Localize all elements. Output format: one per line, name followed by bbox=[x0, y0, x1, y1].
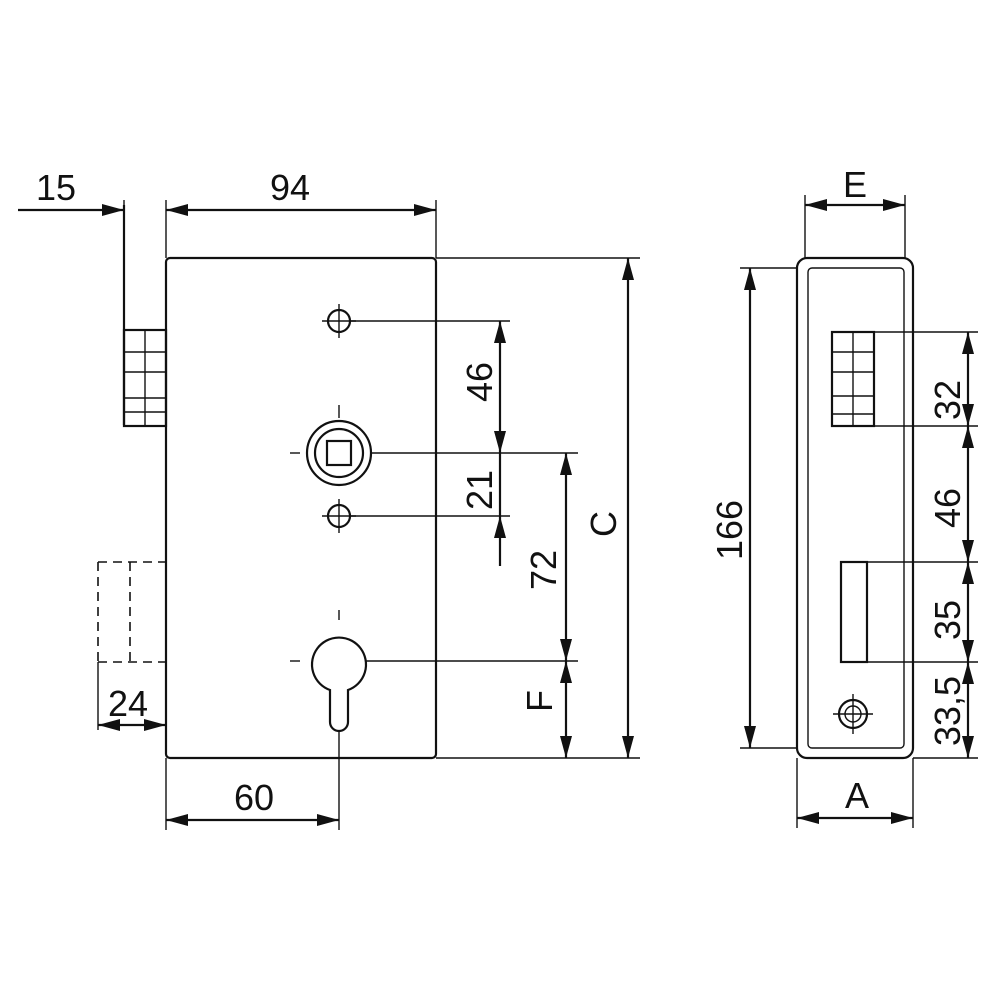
label-dim-E: E bbox=[843, 164, 867, 205]
forend-latch bbox=[122, 205, 168, 428]
label-dim-A: A bbox=[845, 775, 869, 816]
side-bolt bbox=[839, 560, 869, 664]
side-case-inner bbox=[807, 267, 905, 749]
lock-case-body bbox=[164, 256, 438, 760]
front-extension-lines bbox=[97, 200, 640, 830]
label-dim-33-5: 33,5 bbox=[927, 676, 968, 746]
bolt-dashed bbox=[97, 561, 166, 663]
side-screw bbox=[833, 694, 873, 734]
label-dim-24: 24 bbox=[108, 683, 148, 724]
side-view: E 166 32 46 35 33,5 A bbox=[709, 164, 978, 828]
spindle-follower bbox=[290, 405, 373, 487]
label-dim-35: 35 bbox=[927, 600, 968, 640]
label-dim-F: F bbox=[519, 690, 560, 712]
front-view: 15 94 46 21 72 C F 24 60 bbox=[18, 167, 640, 830]
label-dim-21: 21 bbox=[459, 470, 500, 510]
label-dim-72: 72 bbox=[523, 550, 564, 590]
label-dim-15: 15 bbox=[36, 167, 76, 208]
cylinder-cutout bbox=[310, 636, 368, 733]
label-dim-46-side: 46 bbox=[927, 488, 968, 528]
side-latch bbox=[830, 330, 876, 428]
label-dim-166: 166 bbox=[709, 500, 750, 560]
label-dim-C: C bbox=[583, 511, 624, 537]
label-dim-46-front: 46 bbox=[459, 362, 500, 402]
label-dim-60: 60 bbox=[234, 777, 274, 818]
label-dim-94: 94 bbox=[270, 167, 310, 208]
label-dim-32: 32 bbox=[927, 380, 968, 420]
